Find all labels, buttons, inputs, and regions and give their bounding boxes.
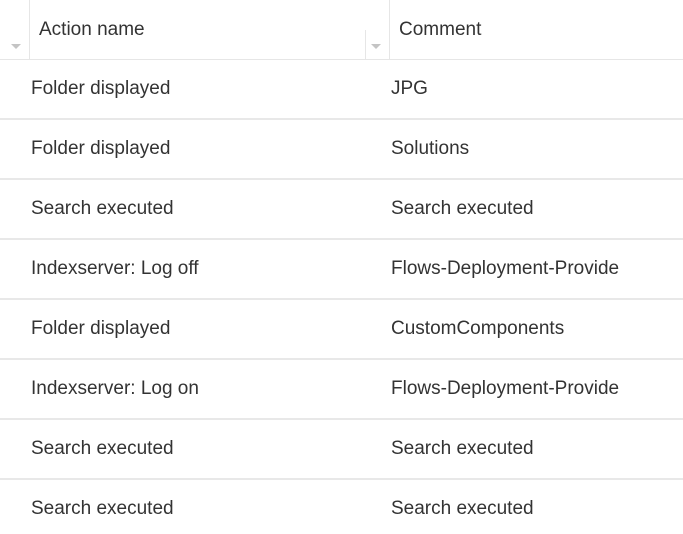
column-header-comment[interactable]: Comment: [399, 0, 679, 59]
column-header-label: Comment: [399, 18, 482, 40]
column-separator[interactable]: [365, 30, 366, 59]
cell-action-name: Indexserver: Log on: [31, 378, 199, 399]
cell-comment: Flows-Deployment-Provide: [391, 258, 620, 279]
column-header-action-name[interactable]: Action name: [39, 0, 359, 59]
sort-caret-icon[interactable]: [371, 44, 381, 49]
table-row[interactable]: Folder displayed JPG: [0, 60, 683, 120]
cell-action-name: Indexserver: Log off: [31, 258, 199, 279]
cell-comment: Search executed: [391, 198, 534, 219]
cell-comment: JPG: [391, 78, 428, 99]
cell-comment: Solutions: [391, 138, 470, 159]
cell-action-name: Search executed: [31, 498, 174, 519]
table-header: Action name Comment: [0, 0, 683, 60]
column-separator[interactable]: [389, 0, 390, 59]
table-row[interactable]: Search executed Search executed: [0, 480, 683, 534]
cell-comment: Flows-Deployment-Provide: [391, 378, 620, 399]
cell-comment: CustomComponents: [391, 318, 565, 339]
cell-action-name: Search executed: [31, 198, 174, 219]
table-row[interactable]: Indexserver: Log on Flows-Deployment-Pro…: [0, 360, 683, 420]
table-row[interactable]: Search executed Search executed: [0, 180, 683, 240]
column-separator[interactable]: [29, 0, 30, 59]
table-row[interactable]: Folder displayed CustomComponents: [0, 300, 683, 360]
cell-comment: Search executed: [391, 438, 534, 459]
cell-comment: Search executed: [391, 498, 534, 519]
cell-action-name: Folder displayed: [31, 78, 171, 99]
column-header-label: Action name: [39, 18, 145, 40]
cell-action-name: Folder displayed: [31, 138, 171, 159]
table-row[interactable]: Search executed Search executed: [0, 420, 683, 480]
cell-action-name: Search executed: [31, 438, 174, 459]
table-row[interactable]: Indexserver: Log off Flows-Deployment-Pr…: [0, 240, 683, 300]
sort-caret-icon[interactable]: [11, 44, 21, 49]
cell-action-name: Folder displayed: [31, 318, 171, 339]
table-row[interactable]: Folder displayed Solutions: [0, 120, 683, 180]
